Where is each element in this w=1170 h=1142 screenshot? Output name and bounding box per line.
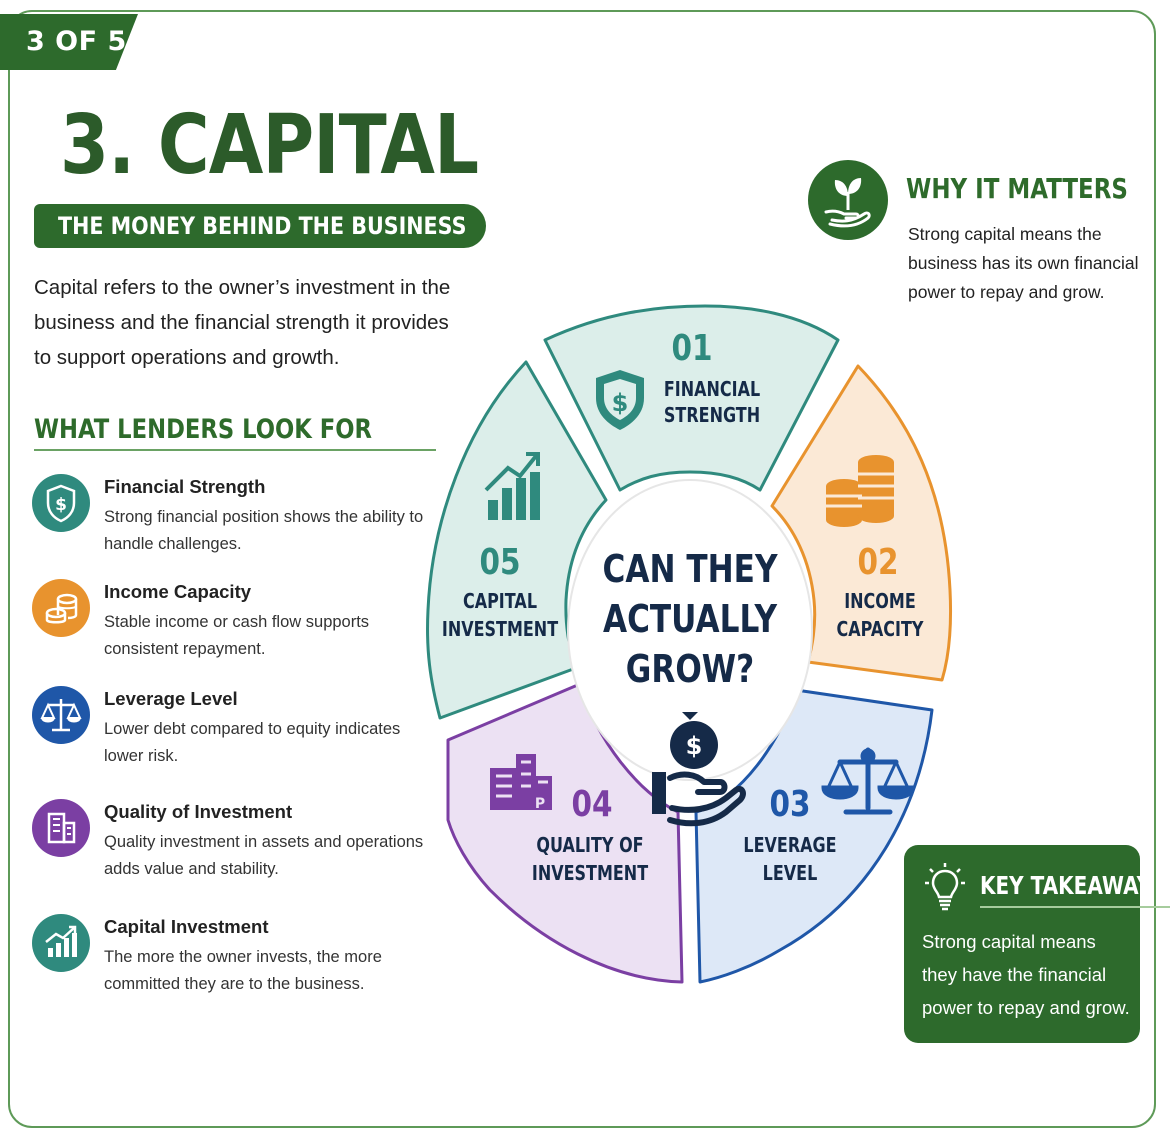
money-bag-hand-icon: $: [652, 712, 746, 827]
criteria-desc: Quality investment in assets and operati…: [104, 833, 424, 878]
intro-paragraph: Capital refers to the owner’s investment…: [34, 276, 451, 369]
center-line-1: CAN THEY: [602, 548, 778, 592]
segment-number-04: 04: [571, 782, 612, 825]
svg-text:$: $: [686, 732, 703, 760]
plant-hand-icon: [808, 160, 888, 240]
criteria-item: Leverage Level Lower debt compared to eq…: [32, 682, 432, 782]
wheel-center: [567, 479, 813, 781]
segment-label-01b: STRENGTH: [664, 404, 760, 427]
segment-label-04: QUALITY OF: [536, 834, 643, 857]
scale-icon: [821, 747, 915, 815]
capital-wheel: CAN THEY ACTUALLY GROW? $ 01 $ FINANCIAL…: [426, 304, 953, 984]
lenders-heading-text: WHAT LENDERS LOOK FOR: [34, 414, 373, 445]
takeaway-title-text: KEY TAKEAWAY: [980, 871, 1152, 900]
why-title-text: WHY IT MATTERS: [906, 172, 1128, 205]
lightbulb-icon: [924, 861, 966, 913]
criteria-title: Income Capacity: [104, 581, 252, 602]
wheel-segment-01: [543, 304, 840, 492]
criteria-item: Quality of Investment Quality investment…: [32, 795, 432, 895]
takeaway-text: Strong capital means they have the finan…: [922, 931, 1130, 1018]
criteria-item: $ Financial Strength Strong financial po…: [32, 470, 432, 570]
criteria-desc: Stable income or cash flow supports cons…: [104, 613, 370, 658]
segment-label-04b: INVESTMENT: [532, 862, 649, 885]
segment-number-03: 03: [769, 782, 810, 825]
coins-icon: [826, 455, 894, 527]
segment-number-05: 05: [479, 540, 520, 583]
center-line-3: GROW?: [626, 648, 754, 692]
center-line-2: ACTUALLY: [603, 598, 778, 642]
segment-label-05: CAPITAL: [463, 590, 537, 613]
criteria-title: Capital Investment: [104, 916, 269, 937]
segment-number-02: 02: [857, 540, 898, 583]
criteria-desc: Strong financial position shows the abil…: [104, 508, 424, 553]
criteria-title: Financial Strength: [104, 476, 266, 497]
why-text: Strong capital means the business has it…: [908, 224, 1139, 302]
criteria-desc: The more the owner invests, the more com…: [104, 948, 382, 993]
segment-label-01: FINANCIAL: [664, 378, 761, 401]
subtitle-text: THE MONEY BEHIND THE BUSINESS: [58, 212, 467, 240]
lenders-heading: WHAT LENDERS LOOK FOR: [34, 414, 437, 451]
growth-chart-icon: [484, 452, 540, 520]
shield-dollar-icon: $: [596, 370, 644, 430]
segment-label-03b: LEVEL: [763, 862, 818, 885]
segment-label-03: LEVERAGE: [743, 834, 836, 857]
scale-icon: [32, 686, 90, 744]
key-takeaway-box: KEY TAKEAWAY Strong capital means they h…: [904, 845, 1170, 1043]
wheel-segment-02: [770, 364, 953, 682]
building-icon: P: [490, 754, 552, 812]
page-badge: 3 OF 5: [0, 14, 138, 70]
takeaway-title: KEY TAKEAWAY: [980, 871, 1170, 908]
segment-label-02b: CAPACITY: [837, 618, 925, 641]
segment-label-05b: INVESTMENT: [442, 618, 559, 641]
svg-text:$: $: [612, 389, 629, 417]
svg-text:$: $: [55, 495, 67, 515]
criteria-item: Income Capacity Stable income or cash fl…: [32, 575, 432, 675]
why-title: WHY IT MATTERS: [906, 172, 1170, 205]
page-title: 3. CAPITAL: [60, 98, 479, 193]
svg-text:P: P: [535, 796, 545, 812]
segment-label-02: INCOME: [844, 590, 916, 613]
wheel-segment-05: [426, 360, 608, 720]
criteria-desc: Lower debt compared to equity indicates …: [104, 720, 401, 765]
subtitle-banner: THE MONEY BEHIND THE BUSINESS: [34, 204, 486, 248]
building-icon: [32, 799, 90, 857]
criteria-title: Leverage Level: [104, 688, 238, 709]
criteria-title: Quality of Investment: [104, 801, 293, 822]
shield-dollar-icon: $: [32, 474, 90, 532]
criteria-item: Capital Investment The more the owner in…: [32, 910, 432, 1010]
growth-chart-icon: [32, 914, 90, 972]
coins-icon: [32, 579, 90, 637]
wheel-segment-04: [446, 682, 684, 984]
segment-number-01: 01: [671, 326, 712, 369]
